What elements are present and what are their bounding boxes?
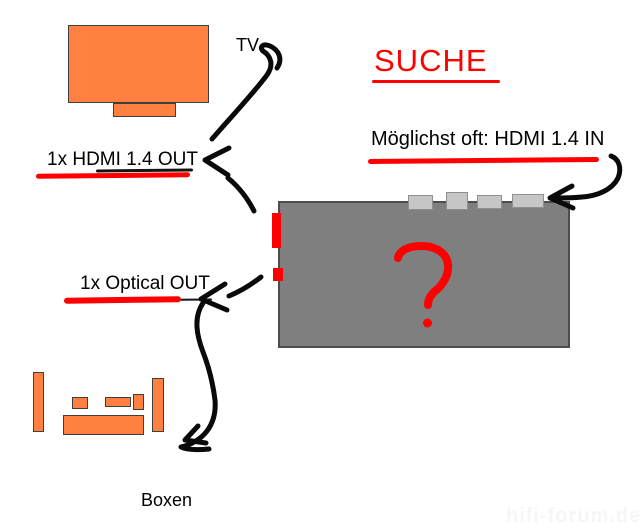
page-title: SUCHE: [374, 43, 488, 78]
soundbar: [63, 415, 144, 435]
hdmi-in-underline-red: [367, 156, 600, 165]
hdmi-in-port-4: [512, 194, 544, 208]
speaker-satellite-3: [133, 394, 144, 410]
speakers-label: Boxen: [141, 490, 193, 510]
arrow-to-speakers-line: [178, 300, 218, 453]
optical-out-port-marker: [273, 268, 283, 281]
hdmi-out-port-marker: [272, 213, 281, 248]
tv-label: TV: [236, 35, 260, 55]
tv-illustration: [68, 25, 209, 103]
speaker-left: [33, 372, 44, 432]
arrow-to-speakers-head: [182, 423, 209, 446]
optical-out-underline-red: [63, 296, 182, 304]
arrow-to-hdmi-out-line: [225, 175, 257, 214]
arrow-to-tv: [209, 42, 283, 142]
optical-out-label: 1x Optical OUT: [80, 273, 210, 294]
hdmi-in-port-1: [408, 195, 433, 210]
arrow-to-optical-line: [226, 274, 264, 299]
watermark: hifi-forum.de: [506, 505, 640, 527]
speaker-satellite-2: [105, 397, 131, 407]
tv-stand: [113, 103, 176, 117]
hdmi-out-underline-red: [35, 172, 191, 179]
speaker-right: [152, 378, 164, 432]
arrow-to-ports-line: [555, 153, 623, 201]
receiver-box: [278, 201, 570, 348]
arrow-to-hdmi-out-head: [202, 145, 232, 178]
hdmi-in-port-2: [446, 192, 468, 210]
hdmi-out-label: 1x HDMI 1.4 OUT: [47, 149, 198, 170]
hdmi-in-port-3: [477, 195, 502, 209]
title-underline: [372, 80, 500, 83]
hdmi-in-label: Möglichst oft: HDMI 1.4 IN: [371, 128, 605, 150]
speaker-satellite-1: [72, 397, 88, 409]
